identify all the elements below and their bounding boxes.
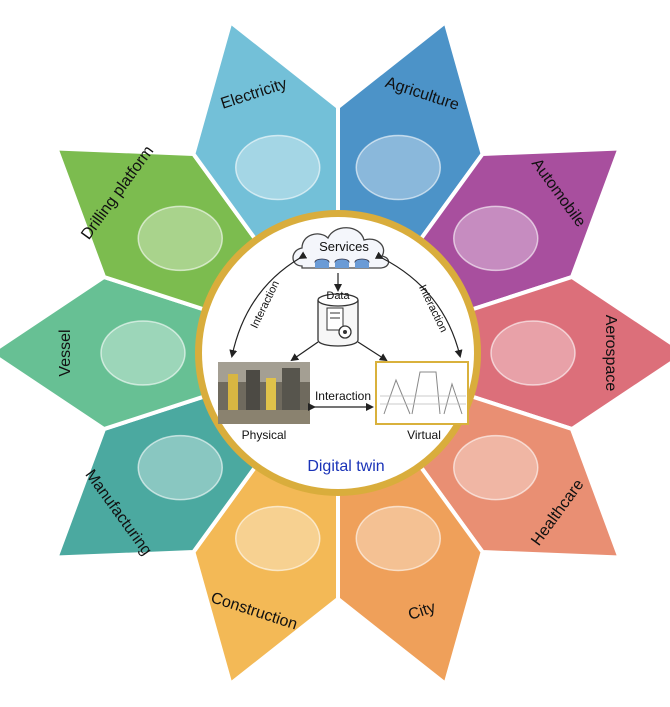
vessel-illustration	[100, 320, 186, 386]
virtual-label: Virtual	[407, 428, 441, 442]
data-label: Data	[326, 290, 350, 302]
segment-illustrations	[100, 134, 576, 572]
digital-twin-title: Digital twin	[307, 458, 384, 475]
label-vessel: Vessel	[57, 329, 74, 376]
manufacturing-illustration	[137, 434, 223, 501]
services-label: Services	[319, 239, 369, 254]
data-database-icon	[317, 293, 359, 347]
electricity-illustration	[234, 134, 321, 201]
virtual-model-image	[375, 361, 469, 425]
interaction-bottom-label: Interaction	[315, 389, 371, 403]
arrow-services-virtual	[374, 251, 463, 358]
arrow-services-physical	[229, 251, 308, 358]
physical-factory-image	[218, 362, 310, 424]
construction-illustration	[234, 505, 321, 572]
aerospace-illustration	[490, 320, 576, 386]
agriculture-illustration	[355, 134, 442, 201]
automobile-illustration	[453, 205, 539, 272]
city-illustration	[355, 505, 442, 572]
healthcare-illustration	[453, 434, 539, 501]
drilling-illustration	[137, 205, 223, 272]
label-aerospace: Aerospace	[602, 315, 619, 392]
physical-label: Physical	[242, 428, 287, 442]
